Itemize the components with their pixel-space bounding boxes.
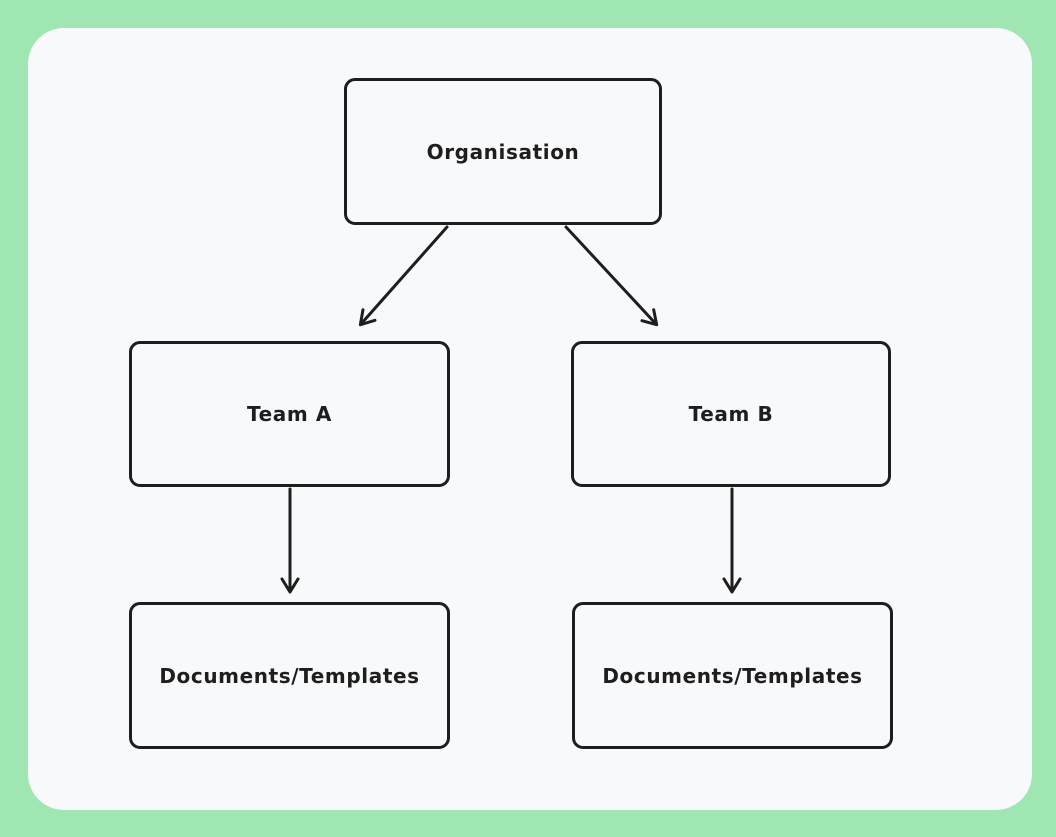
node-team-b-label: Team B (688, 402, 774, 426)
node-team-a-label: Team A (247, 402, 332, 426)
node-organisation[interactable]: Organisation (344, 78, 662, 225)
node-documents-a[interactable]: Documents/Templates (129, 602, 450, 749)
node-documents-b[interactable]: Documents/Templates (572, 602, 893, 749)
arrow-organisation-to-team-b[interactable] (564, 225, 659, 327)
node-organisation-label: Organisation (426, 139, 580, 164)
diagram-panel (28, 28, 1032, 810)
node-documents-b-label: Documents/Templates (602, 663, 863, 688)
node-team-b[interactable]: Team B (571, 341, 891, 487)
node-team-a[interactable]: Team A (129, 341, 450, 487)
arrow-organisation-to-team-a[interactable] (358, 225, 449, 327)
node-documents-a-label: Documents/Templates (159, 663, 420, 688)
